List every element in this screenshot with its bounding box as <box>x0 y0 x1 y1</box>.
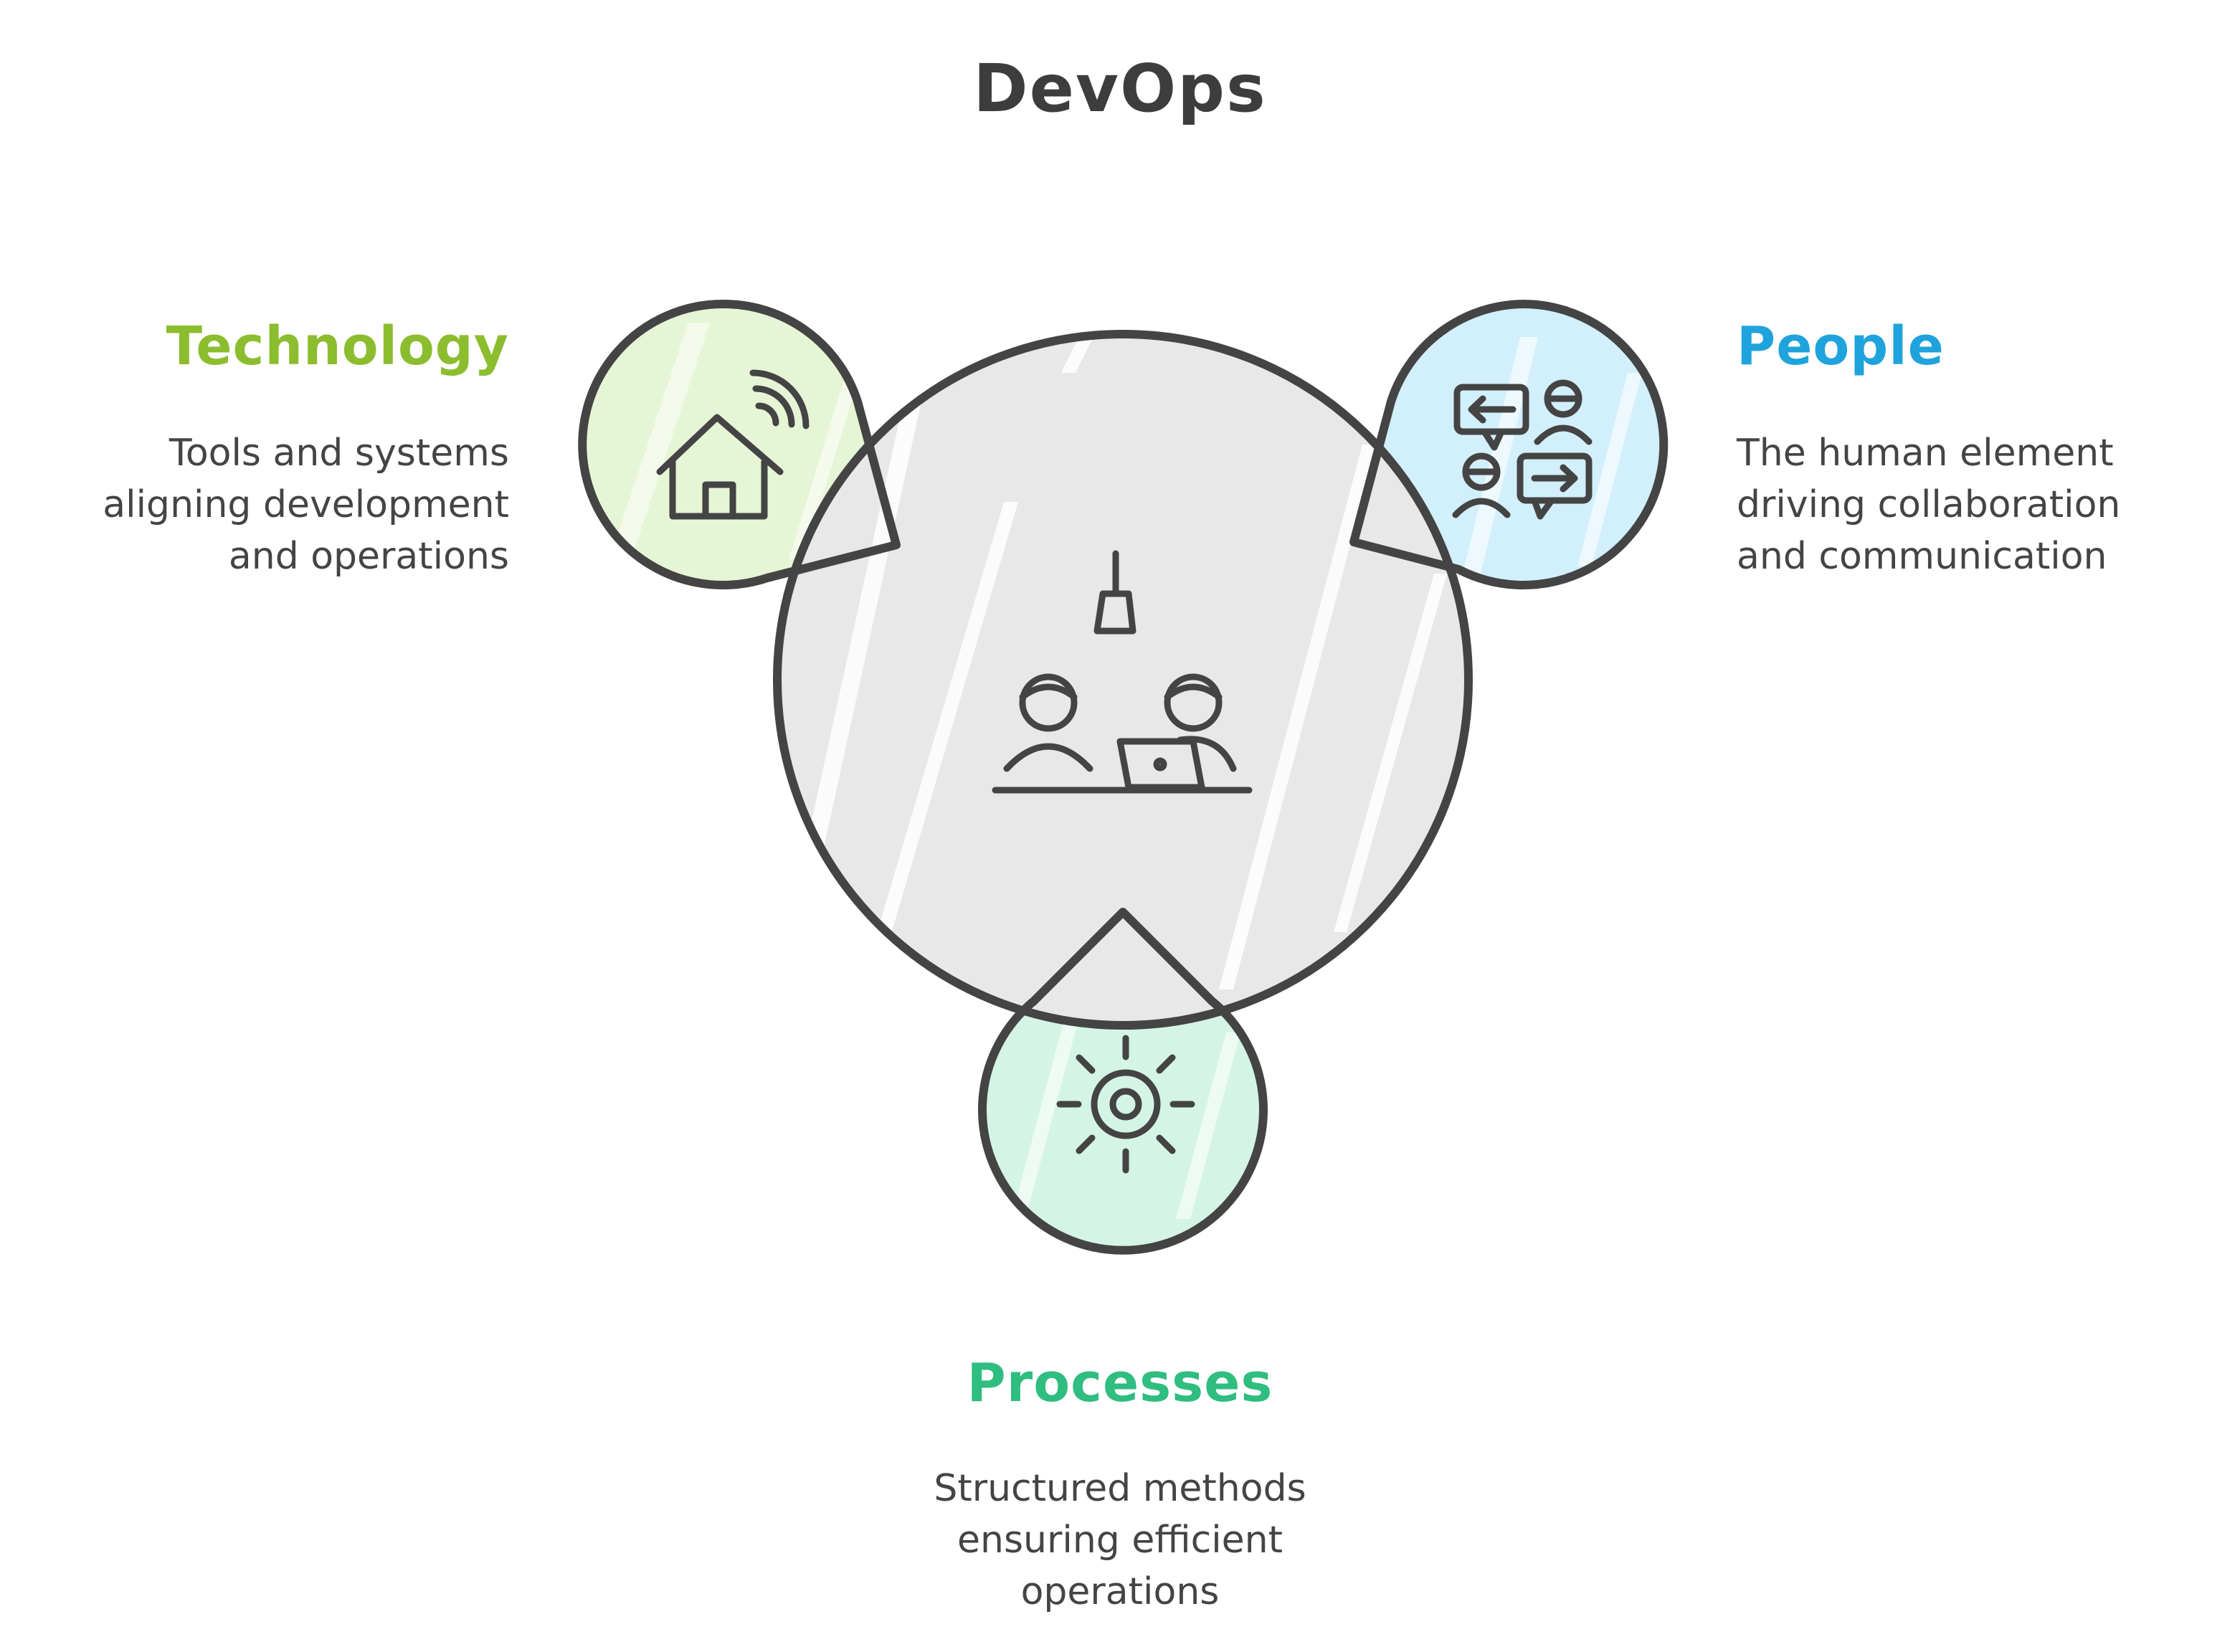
technology-heading: Technology <box>166 315 509 377</box>
people-desc-line: The human element <box>1737 427 2120 479</box>
people-desc-line: and communication <box>1737 531 2120 582</box>
processes-desc-line: operations <box>833 1566 1407 1618</box>
technology-desc-line: and operations <box>103 531 509 582</box>
people-description: The human element driving collaboration … <box>1737 427 2120 582</box>
processes-description: Structured methods ensuring efficient op… <box>833 1463 1407 1618</box>
people-heading: People <box>1737 315 1945 377</box>
people-desc-line: driving collaboration <box>1737 479 2120 531</box>
technology-desc-line: Tools and systems <box>103 427 509 479</box>
processes-heading: Processes <box>905 1352 1335 1414</box>
diagram-title: DevOps <box>0 50 2240 127</box>
technology-description: Tools and systems aligning development a… <box>103 427 509 582</box>
processes-desc-line: ensuring efficient <box>833 1514 1407 1566</box>
processes-desc-line: Structured methods <box>833 1463 1407 1514</box>
center-node <box>777 315 1468 1025</box>
technology-desc-line: aligning development <box>103 479 509 531</box>
